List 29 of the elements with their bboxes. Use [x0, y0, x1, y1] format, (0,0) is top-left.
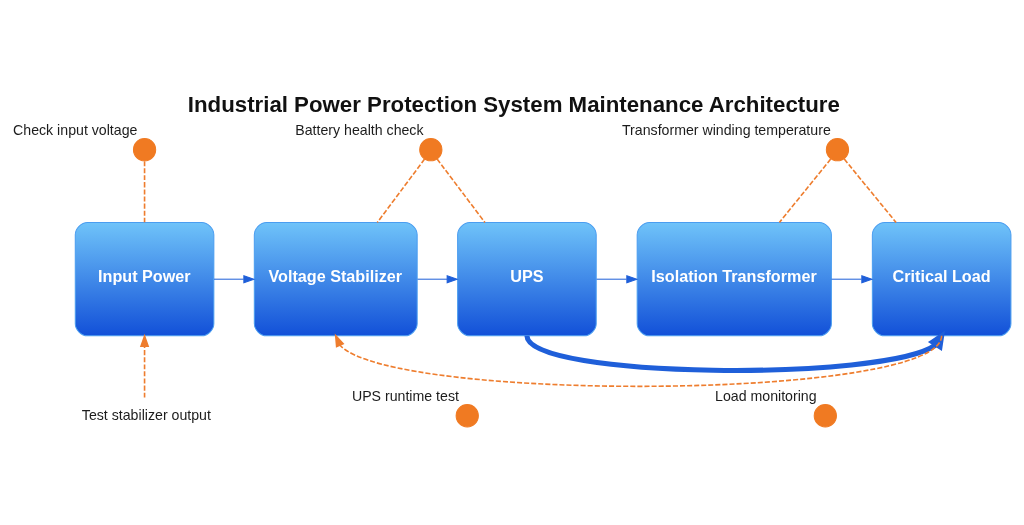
connector — [376, 158, 426, 224]
node-box: Isolation Transformer — [636, 222, 832, 337]
arrow — [417, 274, 459, 284]
node-label: UPS runtime test — [351, 387, 459, 404]
diagram-title: Industrial Power Protection System Maintenance Architecture — [187, 91, 840, 117]
node-circle — [419, 138, 443, 162]
arrow — [524, 330, 945, 373]
connector — [436, 158, 486, 224]
node-box: Critical Load — [871, 222, 1012, 337]
arrow — [334, 333, 943, 387]
node-text: Test stabilizer output — [81, 406, 211, 423]
arrow — [213, 274, 256, 284]
node-label: Battery health check — [295, 121, 424, 138]
node-label: Check input voltage — [13, 121, 138, 138]
node-label: Transformer winding temperature — [622, 121, 831, 138]
connector — [843, 158, 897, 224]
node-label: Load monitoring — [715, 387, 817, 404]
connector — [143, 160, 146, 224]
arrow — [830, 274, 874, 284]
connector — [778, 158, 832, 224]
node-box: Input Power — [74, 222, 215, 337]
node-box: UPS — [457, 222, 597, 337]
node-box: Voltage Stabilizer — [253, 222, 418, 337]
node-circle — [825, 138, 850, 162]
arrow — [139, 333, 150, 399]
arrow — [596, 274, 639, 284]
node-circle — [132, 138, 157, 162]
node-circle — [455, 404, 479, 428]
node-circle — [813, 404, 837, 428]
